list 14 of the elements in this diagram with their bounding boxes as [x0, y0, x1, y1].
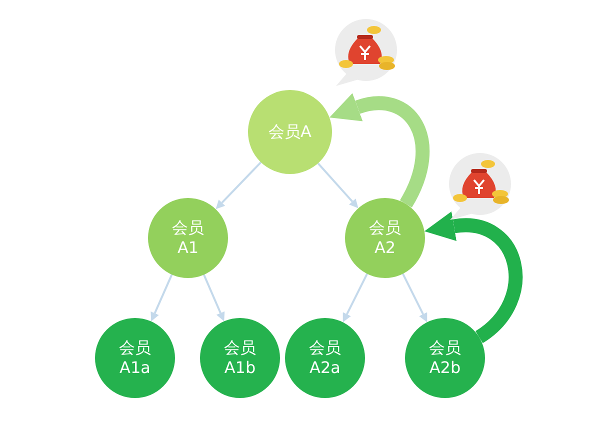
- member-label: 会员A: [268, 122, 312, 142]
- member-label: 会员 A1a: [118, 338, 152, 378]
- arrow: [150, 274, 173, 322]
- member-label: 会员 A2b: [428, 338, 462, 378]
- member-label: 会员 A2: [368, 218, 402, 258]
- member-label: 会员 A2a: [308, 338, 342, 378]
- arrow: [342, 273, 368, 322]
- member-label: 会员 A1b: [223, 338, 257, 378]
- member-label: 会员 A1: [171, 218, 205, 258]
- arrow: [402, 273, 428, 322]
- arrow: [216, 162, 262, 210]
- arrow: [317, 162, 358, 208]
- curved-arrow: [328, 92, 430, 208]
- arrow: [202, 274, 225, 322]
